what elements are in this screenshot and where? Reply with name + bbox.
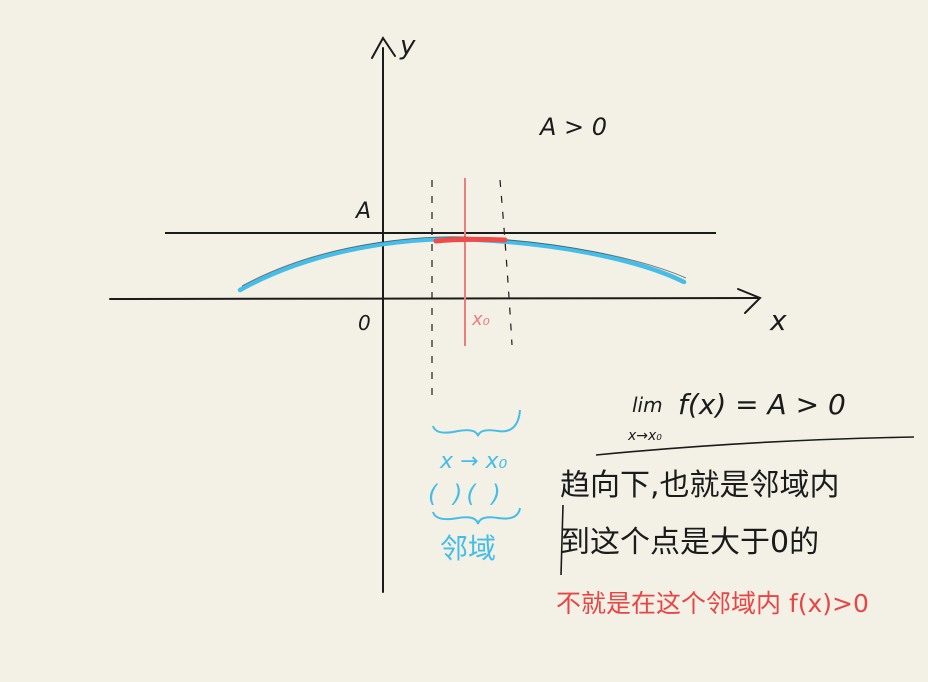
note-line-3: 不就是在这个邻域内 f(x)>0 bbox=[556, 589, 869, 618]
level-A-label: A bbox=[354, 199, 371, 224]
y-axis-label: y bbox=[399, 31, 416, 61]
top-brace bbox=[432, 409, 521, 437]
condition-label: A > 0 bbox=[538, 113, 607, 141]
note-line-1: 趋向下,也就是邻域内 bbox=[560, 468, 840, 503]
x-axis-arrow bbox=[737, 288, 762, 314]
coordinate-axes bbox=[109, 36, 762, 593]
x-axis bbox=[109, 297, 759, 300]
x0-label: x₀ bbox=[471, 309, 490, 330]
explanation-notes: 趋向下,也就是邻域内 到这个点是大于0的 不就是在这个邻域内 f(x)>0 bbox=[556, 468, 869, 618]
neighborhood-highlight bbox=[433, 236, 508, 244]
limit-subscript: x→x₀ bbox=[627, 428, 662, 444]
neighborhood-boundaries bbox=[431, 179, 513, 395]
right-boundary bbox=[499, 179, 513, 346]
limit-expression-text: f(x) = A > 0 bbox=[678, 388, 846, 421]
limit-underline bbox=[595, 436, 915, 456]
y-axis-arrow bbox=[371, 36, 396, 59]
neighborhood-annotation: x → x₀ ( )( ) 邻域 bbox=[428, 409, 521, 565]
approach-label: x → x₀ bbox=[439, 449, 507, 474]
limit-lim: lim bbox=[632, 393, 663, 417]
interval-sketch: ( )( ) bbox=[428, 480, 505, 508]
x-axis-label: x bbox=[769, 304, 787, 337]
origin-label: 0 bbox=[358, 311, 371, 335]
note-connector bbox=[560, 504, 564, 576]
function-curve bbox=[237, 236, 687, 293]
bottom-brace bbox=[432, 507, 521, 525]
note-line-2: 到这个点是大于0的 bbox=[560, 525, 819, 560]
neighborhood-label: 邻域 bbox=[440, 532, 496, 565]
limit-expression: lim x→x₀ f(x) = A > 0 bbox=[595, 388, 915, 456]
